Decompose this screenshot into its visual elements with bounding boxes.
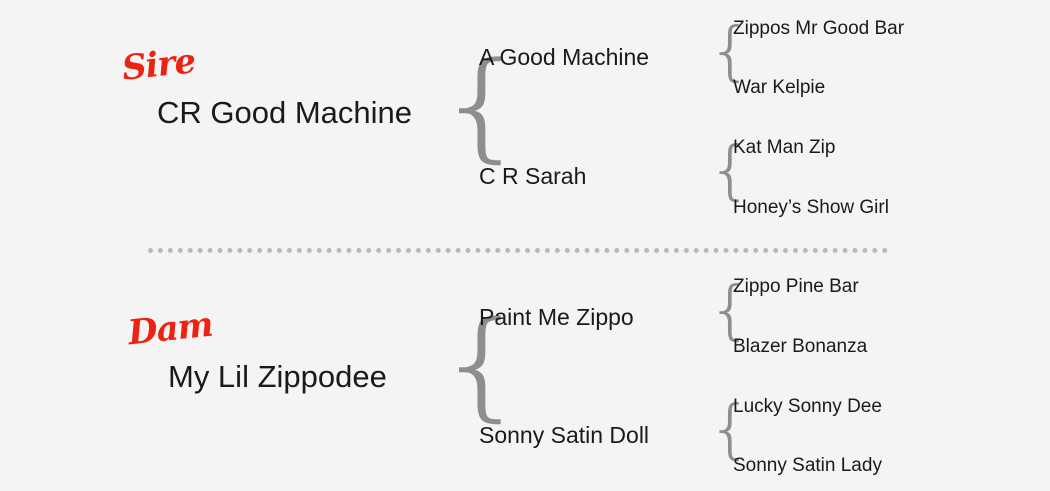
- sire-generation-brace: {: [432, 36, 534, 174]
- dam-grandparent-name-2: Blazer Bonanza: [733, 336, 868, 357]
- sire-parent-2-brace: {: [707, 134, 754, 208]
- dam-section: Dam My Lil Zippodee: [0, 258, 430, 491]
- dam-grandparent-name-3: Lucky Sonny Dee: [733, 396, 882, 417]
- dam-grandparent-name-4: Sonny Satin Lady: [733, 455, 882, 476]
- dam-parent-1-brace: {: [707, 274, 754, 348]
- sire-grandparent-name-3: Kat Man Zip: [733, 137, 836, 158]
- dam-parent-2-brace: {: [707, 393, 754, 467]
- sire-role-label: Sire: [120, 41, 197, 89]
- dam-parent-name-1: Paint Me Zippo: [479, 304, 634, 330]
- dam-subject-name: My Lil Zippodee: [168, 359, 387, 394]
- sire-grandparent-name-2: War Kelpie: [733, 77, 826, 98]
- section-divider: [148, 248, 888, 258]
- sire-parent-name-2: C R Sarah: [479, 163, 587, 189]
- sire-parent-1-brace: {: [707, 15, 754, 89]
- dam-parent-name-2: Sonny Satin Doll: [479, 422, 650, 448]
- sire-subject-name: CR Good Machine: [157, 95, 413, 130]
- dam-generation-brace: {: [432, 295, 534, 433]
- sire-grandparent-name-1: Zippos Mr Good Bar: [733, 18, 905, 39]
- sire-section: Sire CR Good Machine: [0, 0, 430, 245]
- sire-parent-name-1: A Good Machine: [479, 44, 650, 70]
- dam-role-label: Dam: [126, 304, 215, 354]
- sire-grandparent-name-4: Honey’s Show Girl: [733, 197, 889, 218]
- dam-grandparent-name-1: Zippo Pine Bar: [733, 276, 859, 297]
